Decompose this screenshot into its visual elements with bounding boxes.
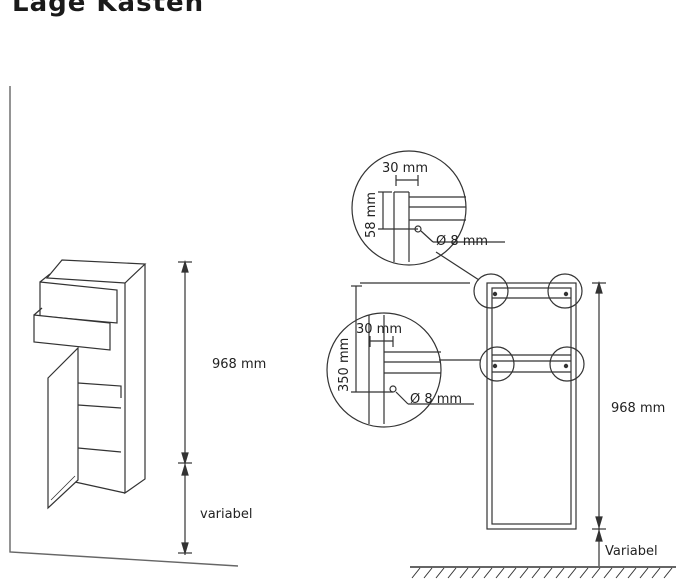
right-view bbox=[326, 150, 676, 579]
left-floor-gap-label: variabel bbox=[200, 507, 252, 522]
middle-offset-label: 30 mm bbox=[356, 322, 402, 337]
middle-vertical-label: 350 mm bbox=[337, 338, 352, 392]
top-vertical-label: 58 mm bbox=[364, 192, 379, 238]
wall-outline bbox=[9, 86, 239, 567]
right-floor-gap-label: Variabel bbox=[605, 544, 658, 559]
top-offset-label: 30 mm bbox=[382, 161, 428, 176]
floor-hatching bbox=[410, 566, 676, 579]
middle-hole-label: Ø 8 mm bbox=[410, 392, 462, 407]
top-detail bbox=[351, 150, 505, 266]
left-height-label: 968 mm bbox=[212, 357, 266, 372]
right-height-label: 968 mm bbox=[611, 401, 665, 416]
middle-detail bbox=[326, 285, 474, 428]
page-title: Lage Kasten bbox=[12, 0, 205, 18]
right-height-dimension bbox=[592, 280, 606, 566]
left-height-dimension bbox=[178, 259, 192, 556]
cabinet-perspective bbox=[33, 259, 147, 510]
top-hole-label: Ø 8 mm bbox=[436, 234, 488, 249]
left-view bbox=[9, 86, 239, 567]
hole-callouts bbox=[473, 273, 585, 382]
cabinet-frame bbox=[486, 282, 577, 530]
